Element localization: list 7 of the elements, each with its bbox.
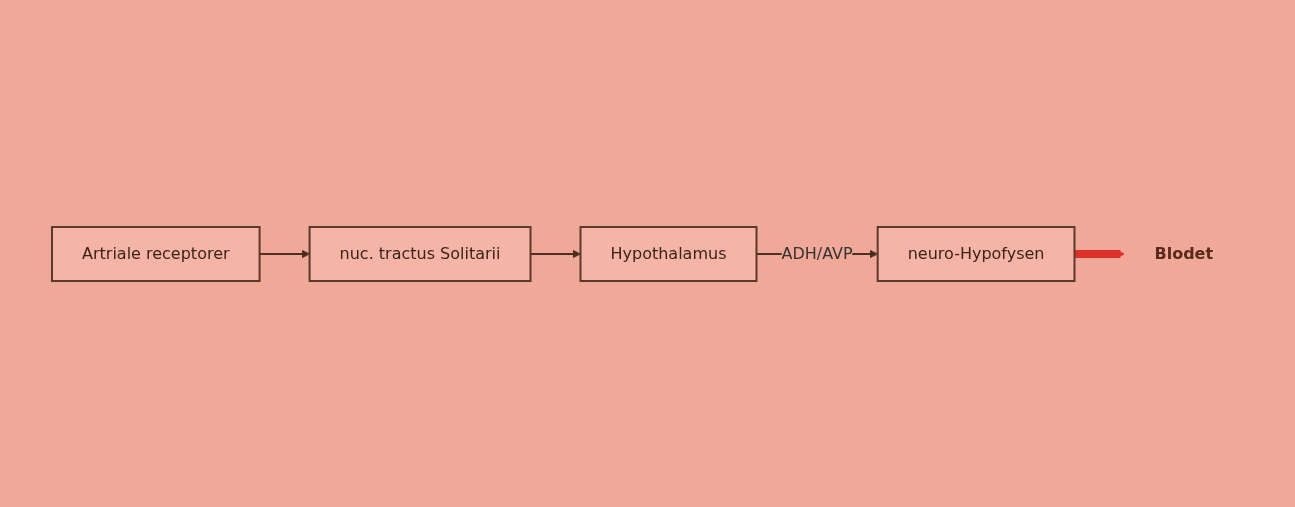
arrow: [1074, 249, 1125, 258]
node-box: nuc. tractus Solitarii: [308, 225, 532, 282]
node-box: neuro-Hypofysen: [876, 225, 1076, 282]
edge-label: ADH/AVP: [781, 243, 853, 263]
node-box: Hypothalamus: [579, 225, 758, 282]
node-text: Blodet: [1154, 243, 1214, 263]
node-box: Artriale receptorer: [50, 225, 261, 282]
